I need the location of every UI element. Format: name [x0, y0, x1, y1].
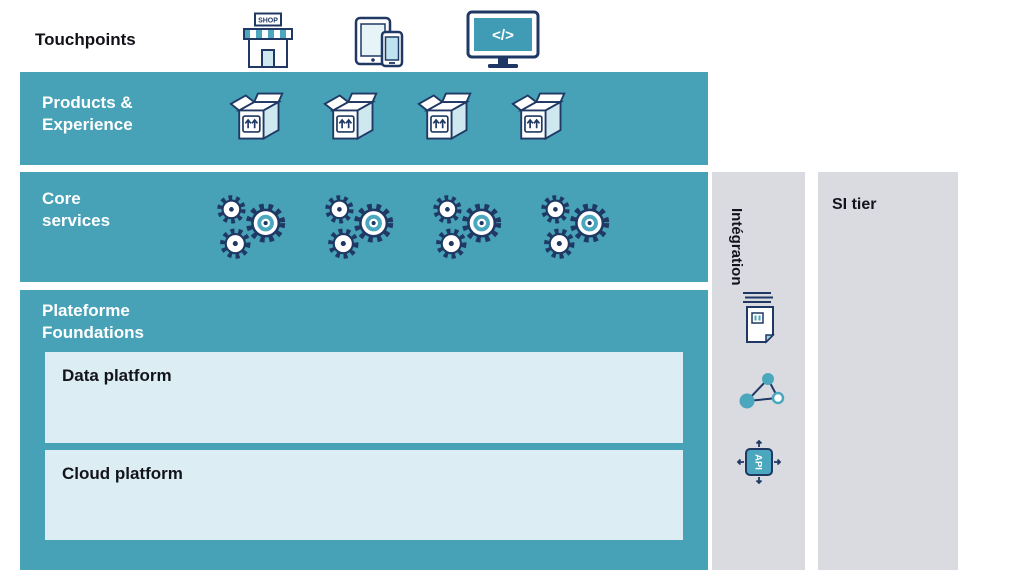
band-foundations: Plateforme Foundations Data platform Clo… — [20, 290, 708, 570]
api-icon: API — [736, 439, 781, 485]
band-core-label: Core services — [42, 189, 111, 230]
subband-cloud-platform: Cloud platform — [45, 450, 683, 540]
api-label-text: API — [752, 454, 763, 470]
band-foundations-label: Plateforme Foundations — [42, 301, 144, 342]
column-si-tier: SI tier — [818, 172, 958, 570]
network-icon — [739, 373, 784, 409]
gears-icon — [529, 187, 617, 265]
devices-icon — [354, 16, 404, 68]
shop-sign-text: SHOP — [258, 18, 278, 25]
code-glyph-text: </> — [492, 27, 514, 44]
package-icon — [322, 89, 380, 145]
touchpoints-label: Touchpoints — [35, 30, 136, 49]
gears-icons-row — [205, 187, 617, 265]
data-platform-label: Data platform — [62, 366, 172, 385]
shop-icon: SHOP — [243, 12, 293, 68]
package-icons-row — [228, 89, 568, 145]
document-icon — [742, 292, 775, 344]
package-icon — [416, 89, 474, 145]
package-icon — [228, 89, 286, 145]
subband-data-platform: Data platform — [45, 352, 683, 443]
package-icon — [510, 89, 568, 145]
gears-icon — [313, 187, 401, 265]
band-core-services: Core services — [20, 172, 708, 282]
cloud-platform-label: Cloud platform — [62, 464, 183, 483]
integration-label: Intégration — [728, 208, 745, 286]
band-products-label: Products & Experience — [42, 93, 133, 134]
column-integration: Intégration AP — [712, 172, 805, 570]
si-tier-label: SI tier — [832, 196, 877, 213]
gears-icon — [205, 187, 293, 265]
gears-icon — [421, 187, 509, 265]
code-monitor-icon: </> — [466, 10, 540, 68]
band-products-experience: Products & Experience — [20, 72, 708, 165]
integration-icons: API — [712, 290, 805, 486]
